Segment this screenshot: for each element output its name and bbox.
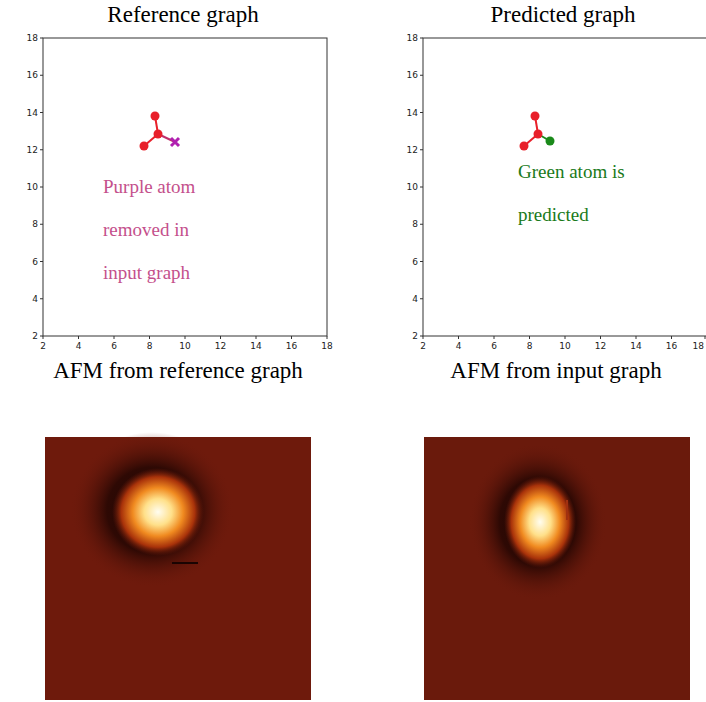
tick-mark xyxy=(185,336,186,339)
tick-mark xyxy=(420,112,423,113)
axis-tick-label: 16 xyxy=(407,70,418,80)
plot-frame xyxy=(43,38,327,336)
axis-tick-label: 2 xyxy=(40,341,46,351)
tick-mark xyxy=(40,187,43,188)
axis-tick-label: 10 xyxy=(27,182,38,192)
tick-mark xyxy=(494,336,495,339)
tick-mark xyxy=(43,336,44,339)
tick-mark xyxy=(40,75,43,76)
axis-tick-label: 10 xyxy=(179,341,190,351)
axis-tick-label: 12 xyxy=(215,341,226,351)
tick-mark xyxy=(420,38,423,39)
axis-tick-label: 18 xyxy=(693,341,704,351)
tick-mark xyxy=(600,336,601,339)
axis-tick-label: 2 xyxy=(32,331,38,341)
axis-tick-label: 8 xyxy=(147,341,153,351)
axis-tick-label: 4 xyxy=(32,294,38,304)
tick-mark xyxy=(420,187,423,188)
axis-tick-label: 18 xyxy=(321,341,332,351)
tick-mark xyxy=(40,112,43,113)
axis-tick-label: 4 xyxy=(412,294,418,304)
panel-title: AFM from reference graph xyxy=(53,358,303,384)
panel-title: Predicted graph xyxy=(491,2,636,28)
axis-tick-label: 8 xyxy=(527,341,533,351)
tick-mark xyxy=(40,261,43,262)
predicted-molecule xyxy=(520,112,555,151)
tick-mark xyxy=(40,149,43,150)
afm-image xyxy=(424,437,690,700)
axis-tick-label: 16 xyxy=(666,341,677,351)
axis-tick-label: 2 xyxy=(412,331,418,341)
tick-mark xyxy=(671,336,672,339)
axis-tick-label: 8 xyxy=(32,219,38,229)
panel-title: AFM from input graph xyxy=(450,358,661,384)
tick-mark xyxy=(423,336,424,339)
axis-tick-label: 12 xyxy=(27,145,38,155)
axis-tick-label: 6 xyxy=(111,341,117,351)
tick-mark xyxy=(420,75,423,76)
tick-mark xyxy=(420,224,423,225)
axis-tick-label: 18 xyxy=(407,33,418,43)
annotation-note: Green atom is predicted xyxy=(518,150,660,236)
tick-mark xyxy=(40,298,43,299)
tick-mark xyxy=(458,336,459,339)
tick-mark xyxy=(78,336,79,339)
tick-mark xyxy=(220,336,221,339)
tick-mark xyxy=(529,336,530,339)
plot-frame xyxy=(423,38,706,336)
tick-mark xyxy=(327,336,328,339)
axis-tick-label: 14 xyxy=(407,108,418,118)
panel-title: Reference graph xyxy=(107,2,258,28)
tick-mark xyxy=(291,336,292,339)
axis-tick-label: 4 xyxy=(76,341,82,351)
tick-mark xyxy=(705,336,706,339)
tick-mark xyxy=(420,149,423,150)
axis-tick-label: 12 xyxy=(595,341,606,351)
axis-tick-label: 8 xyxy=(412,219,418,229)
tick-mark xyxy=(40,224,43,225)
afm-image xyxy=(45,432,311,700)
axis-tick-label: 12 xyxy=(407,145,418,155)
tick-mark xyxy=(420,298,423,299)
axis-tick-label: 6 xyxy=(412,257,418,267)
axis-tick-label: 10 xyxy=(407,182,418,192)
axis-tick-label: 14 xyxy=(630,341,641,351)
axis-tick-label: 6 xyxy=(491,341,497,351)
axis-tick-label: 4 xyxy=(456,341,462,351)
axis-tick-label: 14 xyxy=(250,341,261,351)
tick-mark xyxy=(565,336,566,339)
axis-tick-label: 16 xyxy=(286,341,297,351)
axis-tick-label: 18 xyxy=(27,33,38,43)
axis-tick-label: 16 xyxy=(27,70,38,80)
reference-molecule xyxy=(140,112,180,151)
tick-mark xyxy=(149,336,150,339)
tick-mark xyxy=(636,336,637,339)
tick-mark xyxy=(420,261,423,262)
annotation-note: Purple atom removed in input graph xyxy=(103,165,223,294)
tick-mark xyxy=(40,38,43,39)
axis-tick-label: 6 xyxy=(32,257,38,267)
tick-mark xyxy=(114,336,115,339)
tick-mark xyxy=(256,336,257,339)
axis-tick-label: 14 xyxy=(27,108,38,118)
axis-tick-label: 2 xyxy=(420,341,426,351)
axis-tick-label: 10 xyxy=(559,341,570,351)
